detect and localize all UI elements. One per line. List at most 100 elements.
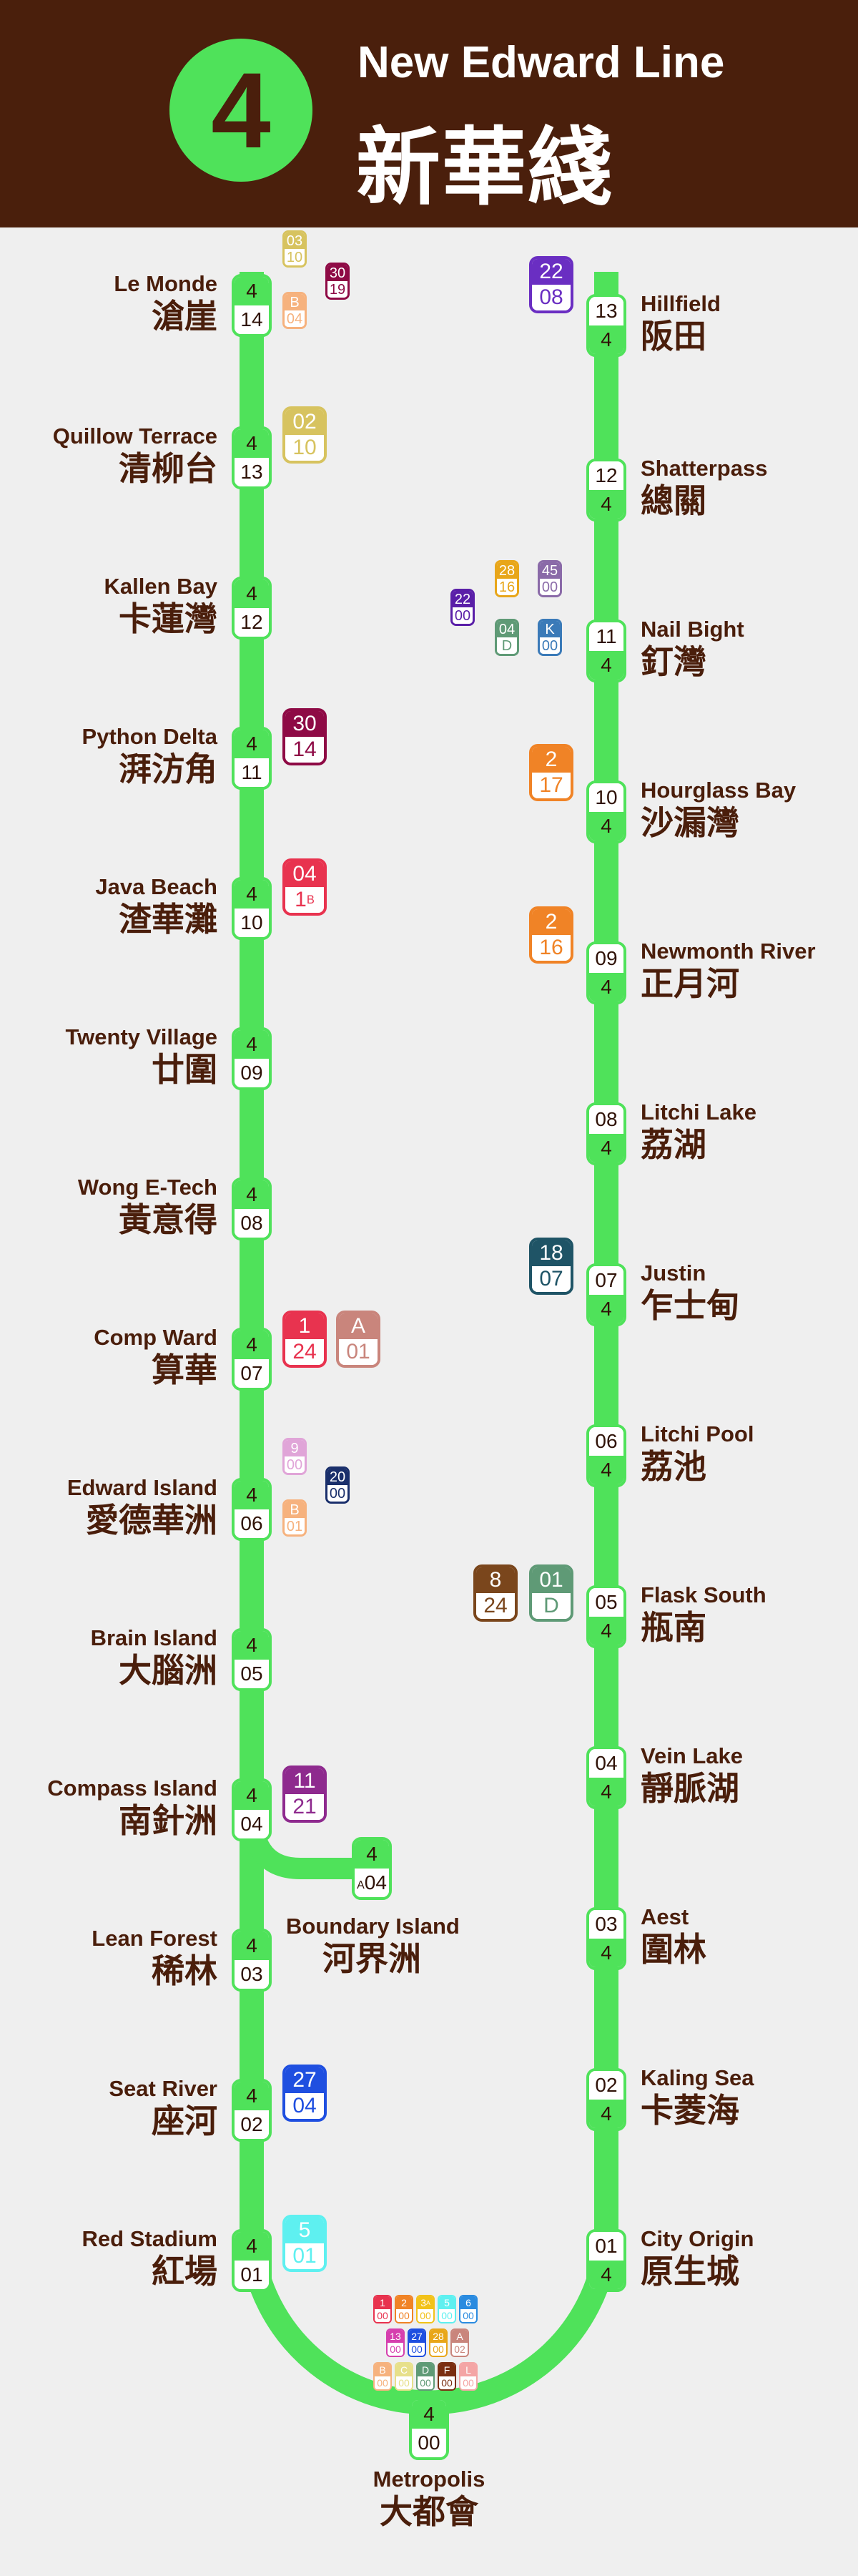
branch-code: 04 xyxy=(364,1871,387,1894)
transfer-line: K xyxy=(540,621,560,637)
transfer-line: 8 xyxy=(476,1567,515,1593)
